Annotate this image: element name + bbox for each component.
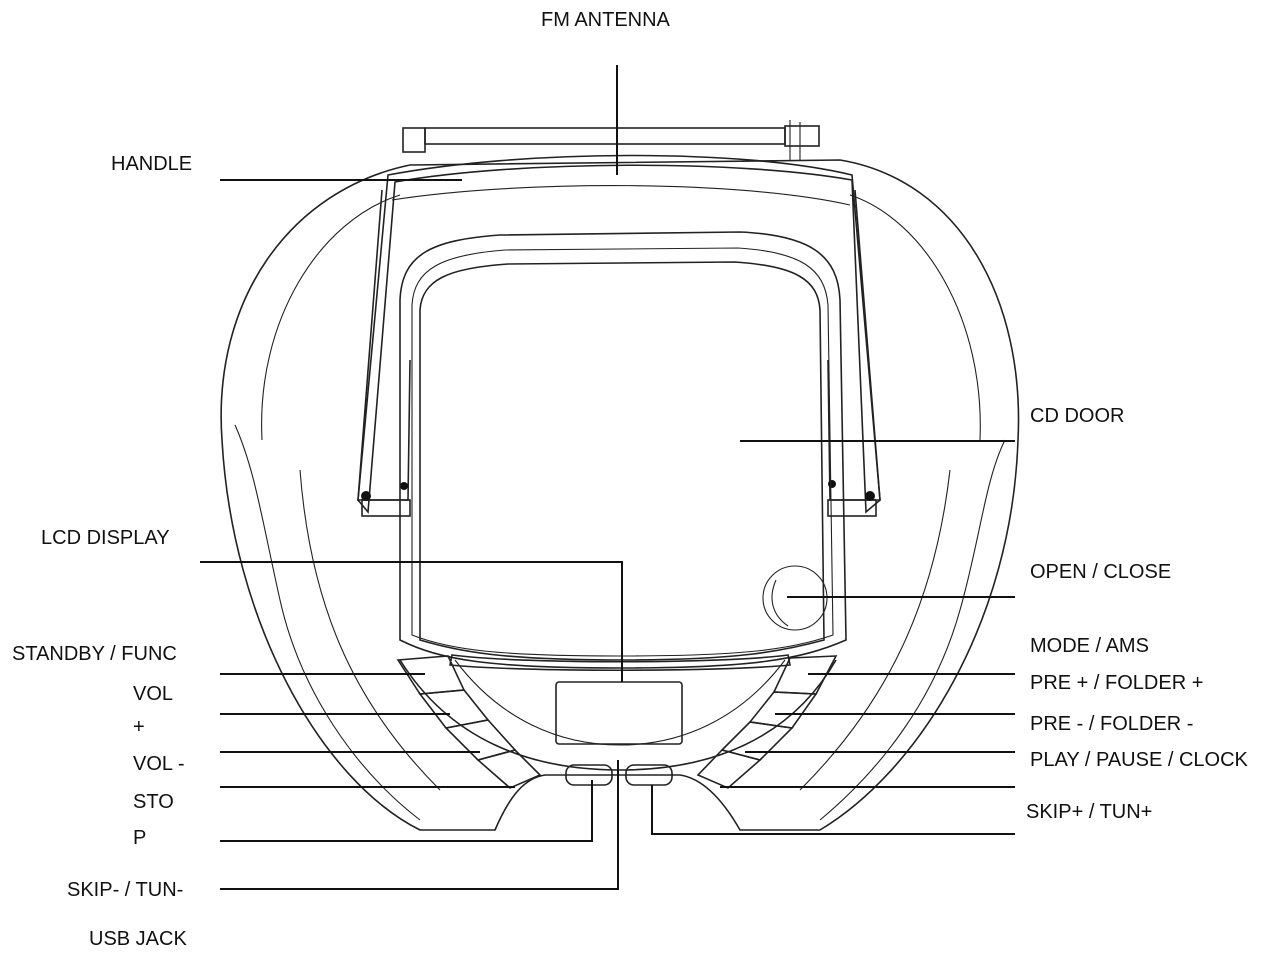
handle-upper-band [391,185,851,206]
open-close-button-inner [771,579,789,627]
handle-left-foot [361,499,411,517]
cd-door-bottom-edge [449,654,791,672]
label-open-close: OPEN / CLOSE [1030,561,1172,583]
label-stop-line2: P [133,827,147,849]
body-mid-contour-left [299,469,441,791]
skip-minus-button [565,764,613,786]
body-inner-outline [261,194,981,441]
antenna-rod [424,127,786,145]
leader-skip-minus [220,780,593,842]
leader-lcd-display [200,561,623,682]
label-skip-plus-tun-plus: SKIP+ / TUN+ [1026,801,1153,823]
handle-left-screw-2 [400,482,408,490]
label-cd-door: CD DOOR [1030,405,1125,427]
lcd-display-window [555,681,683,745]
handle-right-foot [827,499,877,517]
leader-usb-jack [220,760,619,890]
label-handle: HANDLE [111,153,193,175]
handle-left-screw [361,491,371,501]
label-mode-ams: MODE / AMS [1030,635,1149,657]
label-vol-minus: VOL - [133,753,185,775]
play-pause-button [696,749,762,789]
pre-plus-button [748,691,818,729]
label-vol-plus-line1: VOL [133,683,174,705]
body-side-contour-left [234,424,421,821]
label-play-pause-clock: PLAY / PAUSE / CLOCK [1030,749,1248,771]
outer-body-outline [220,159,1020,831]
control-panel-arc-inner [454,659,786,746]
pre-minus-button [720,721,794,761]
label-stop-line1: STO [133,791,174,813]
handle-right-screw-2 [865,491,875,501]
leader-skip-plus [651,785,1015,835]
antenna-left-mount [402,127,426,153]
antenna-right-mount [784,125,820,147]
label-lcd-display: LCD DISPLAY [41,527,170,549]
antenna-right-pivot [789,120,801,160]
control-panel-arc-outer [399,659,837,771]
label-vol-plus-line2: + [133,716,145,738]
label-fm-antenna: FM ANTENNA [541,9,670,31]
body-side-contour-right [819,439,1006,821]
cd-door-frame-mid [411,247,834,657]
stop-button [476,749,542,789]
label-usb-jack: USB JACK [89,928,187,950]
label-standby-func: STANDBY / FUNC [12,643,177,665]
label-pre-plus-folder-plus: PRE + / FOLDER + [1030,672,1204,694]
handle-outline [357,154,881,515]
cd-door-frame-outer [399,231,847,669]
cd-door-panel [419,261,825,661]
label-skip-minus-tun-minus: SKIP- / TUN- [67,879,184,901]
handle-right-screw [828,480,836,488]
skip-plus-button [625,764,673,786]
label-pre-minus-folder-minus: PRE - / FOLDER - [1030,713,1194,735]
handle-left-leg [357,189,411,501]
vol-minus-button [444,719,517,761]
body-mid-contour-right [799,469,951,791]
